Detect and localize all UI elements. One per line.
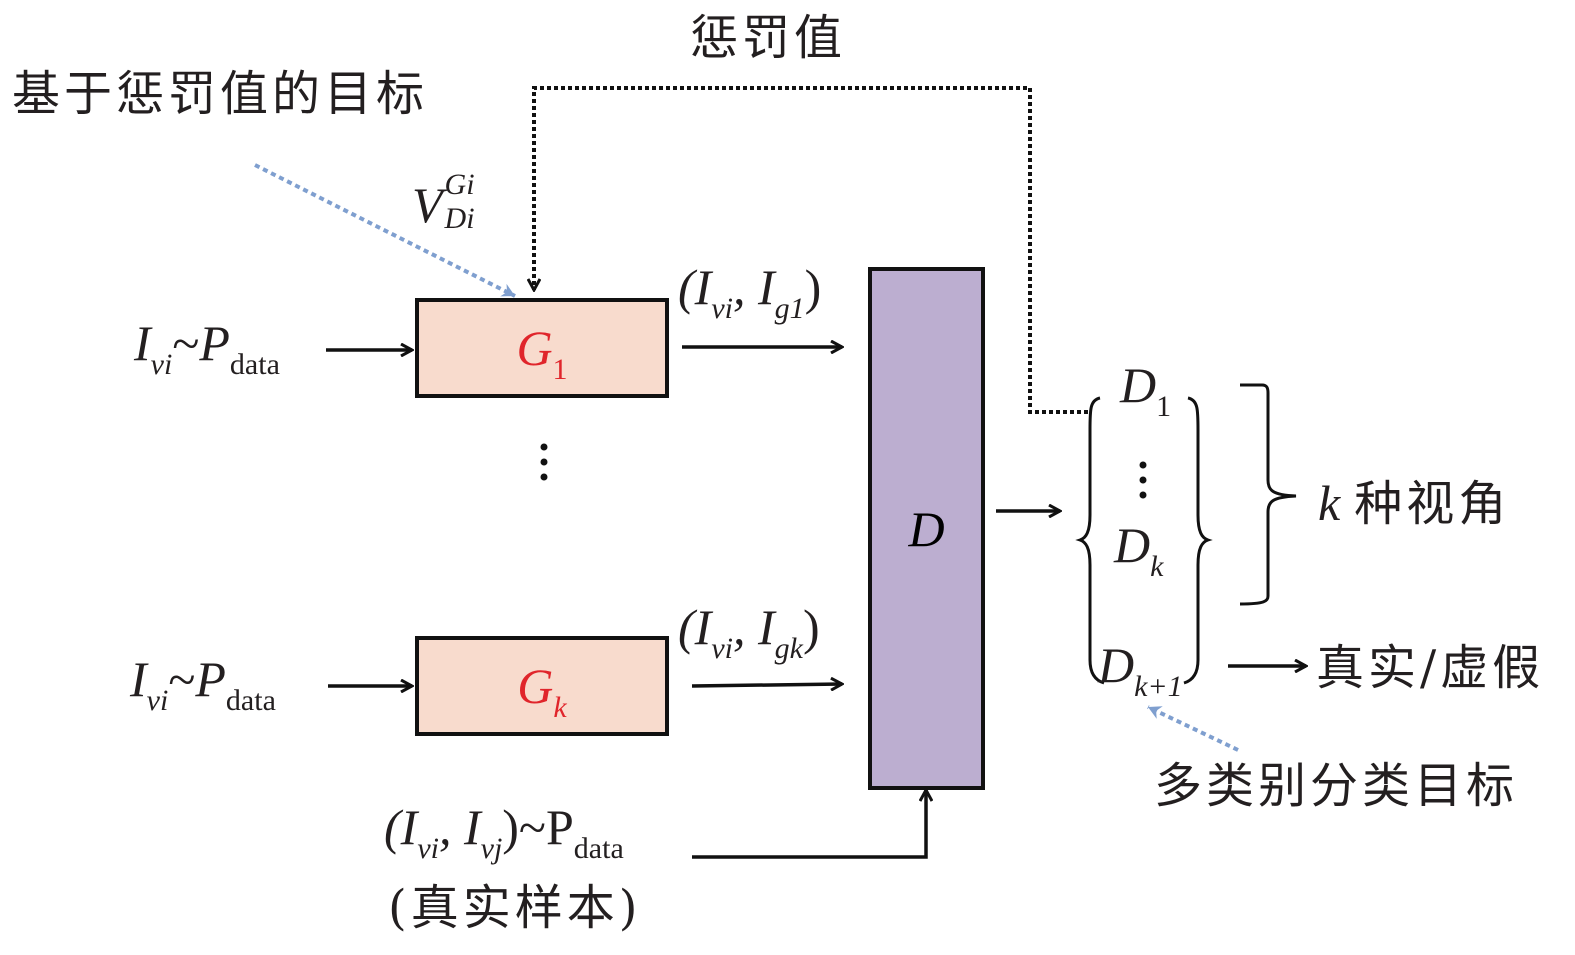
pair-gk-label: (Ivi, Igk): [678, 599, 820, 664]
real-sub2: vj: [480, 832, 503, 865]
generator-ellipsis: [540, 443, 548, 481]
pair1-mid: , I: [732, 259, 775, 315]
pair1-sub1: vi: [711, 292, 733, 325]
output-dk1-label: Dk+1: [1098, 637, 1183, 702]
penalty-value-label: 惩罚值: [690, 10, 847, 66]
real-sub1: vi: [417, 832, 439, 865]
gk-output-arrow: [691, 684, 842, 686]
multiclass-goal-pointer: [1147, 705, 1239, 752]
inputk-sub: vi: [146, 684, 169, 717]
d1-main: D: [1120, 357, 1157, 413]
discriminator-output-ellipsis: [1139, 461, 1147, 499]
generator-gk-label: Gk: [419, 657, 665, 724]
pair1-sub2: g1: [774, 292, 805, 325]
inputk-P: P: [195, 651, 226, 707]
dk1-sub: k+1: [1134, 670, 1183, 703]
right-brace: [1183, 396, 1213, 685]
v-sup: Gi: [444, 168, 475, 201]
dk-sub: k: [1150, 550, 1164, 583]
real-pair-label: (Ivi, Ivj)~Pdata: [384, 799, 624, 864]
g1-main: G: [516, 320, 553, 376]
pairk-sub1: vi: [711, 632, 733, 665]
input1-P: P: [199, 315, 230, 371]
k-var: k: [1318, 475, 1345, 531]
inputk-data: data: [225, 684, 276, 717]
real-sample-arrow: [692, 790, 926, 859]
inputk-I: I: [130, 651, 147, 707]
pairk-open: (I: [678, 599, 712, 655]
gk-main: G: [517, 658, 554, 714]
real-fake-label: 真实/虚假: [1316, 640, 1545, 696]
real-open: (I: [384, 799, 418, 855]
penalty-based-goal-label: 基于惩罚值的目标: [12, 66, 429, 122]
inputk-tilde: ~: [168, 651, 196, 707]
pairk-sub2: gk: [774, 632, 803, 665]
d1-sub: 1: [1156, 390, 1172, 423]
pair1-open: (I: [678, 259, 712, 315]
k-views-bracket: [1239, 383, 1297, 606]
inputk-label: Ivi~Pdata: [130, 651, 276, 716]
real-samples-label: (真实样本): [388, 880, 642, 936]
input1-data: data: [229, 348, 280, 381]
penalty-feedback-line: [534, 86, 1088, 414]
v-sub: Di: [444, 202, 475, 235]
output-dk-label: Dk: [1114, 517, 1163, 582]
output-d1-label: D1: [1120, 357, 1171, 422]
input1-label: Ivi~Pdata: [134, 315, 280, 380]
pairk-mid: , I: [732, 599, 775, 655]
multiclass-goal-label: 多类别分类目标: [1154, 758, 1519, 814]
pair-g1-label: (Ivi, Ig1): [678, 259, 822, 324]
input1-sub: vi: [150, 348, 173, 381]
input1-tilde: ~: [172, 315, 200, 371]
real-close: )~P: [502, 799, 574, 855]
dk-main: D: [1114, 517, 1151, 573]
discriminator-block: D: [868, 267, 985, 790]
pair1-close: ): [804, 259, 822, 315]
generator-g1-block: G1: [415, 298, 669, 398]
dk1-main: D: [1098, 637, 1135, 693]
generator-g1-label: G1: [419, 319, 665, 386]
gk-sub: k: [553, 691, 567, 724]
generator-gk-block: Gk: [415, 636, 669, 736]
discriminator-label: D: [908, 500, 945, 557]
penalty-goal-pointer: [254, 163, 516, 298]
left-brace: [1075, 396, 1105, 685]
k-views-text: 种视角: [1354, 476, 1511, 532]
pairk-close: ): [802, 599, 820, 655]
real-mid: , I: [438, 799, 481, 855]
g1-sub: 1: [552, 353, 568, 386]
v-main: V: [412, 177, 443, 233]
real-data: data: [573, 832, 624, 865]
input1-I: I: [134, 315, 151, 371]
